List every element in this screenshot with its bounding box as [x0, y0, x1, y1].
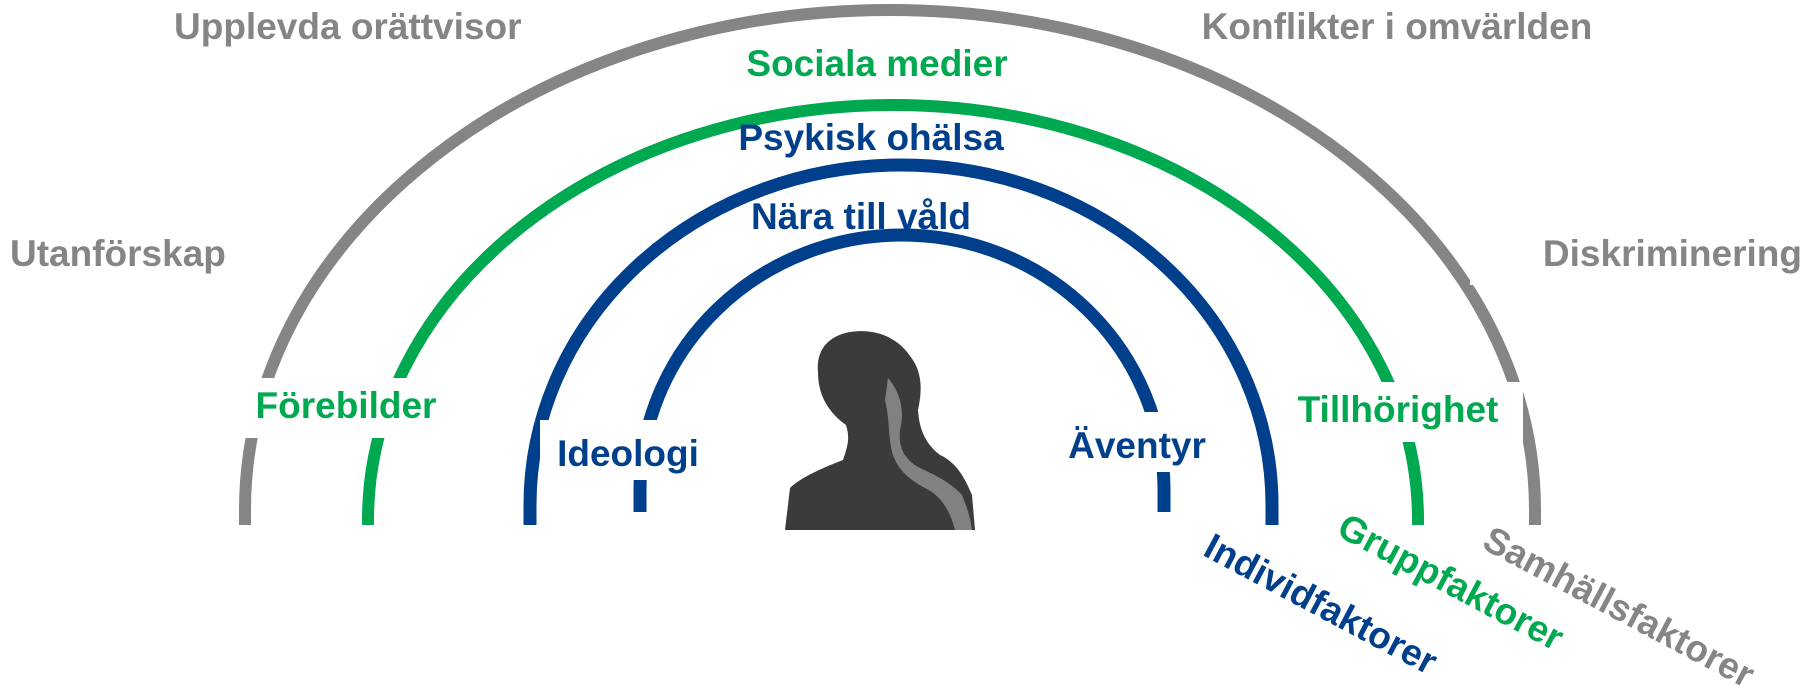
outer-ring	[239, 4, 1541, 525]
rings	[239, 4, 1541, 525]
label-tillhorighet: Tillhörighet	[1298, 389, 1499, 430]
blue-outer-ring	[523, 158, 1279, 525]
label-sociala-medier: Sociala medier	[746, 43, 1007, 84]
label-utanforskap: Utanförskap	[10, 233, 226, 274]
label-aventyr: Äventyr	[1068, 425, 1206, 466]
label-ideologi: Ideologi	[557, 433, 699, 474]
person-silhouette-icon	[785, 331, 975, 530]
label-backgrounds	[0, 225, 1810, 480]
label-upplevda-orattvisor: Upplevda orättvisor	[174, 6, 521, 47]
blue-inner-ring	[633, 228, 1171, 512]
label-forebilder: Förebilder	[256, 385, 437, 426]
label-nara-till-vald: Nära till våld	[751, 196, 971, 237]
label-psykisk-ohalsa: Psykisk ohälsa	[738, 117, 1004, 158]
green-ring	[362, 99, 1424, 525]
label-konflikter-i-omvarlden: Konflikter i omvärlden	[1202, 6, 1593, 47]
label-diskriminering: Diskriminering	[1543, 233, 1802, 274]
